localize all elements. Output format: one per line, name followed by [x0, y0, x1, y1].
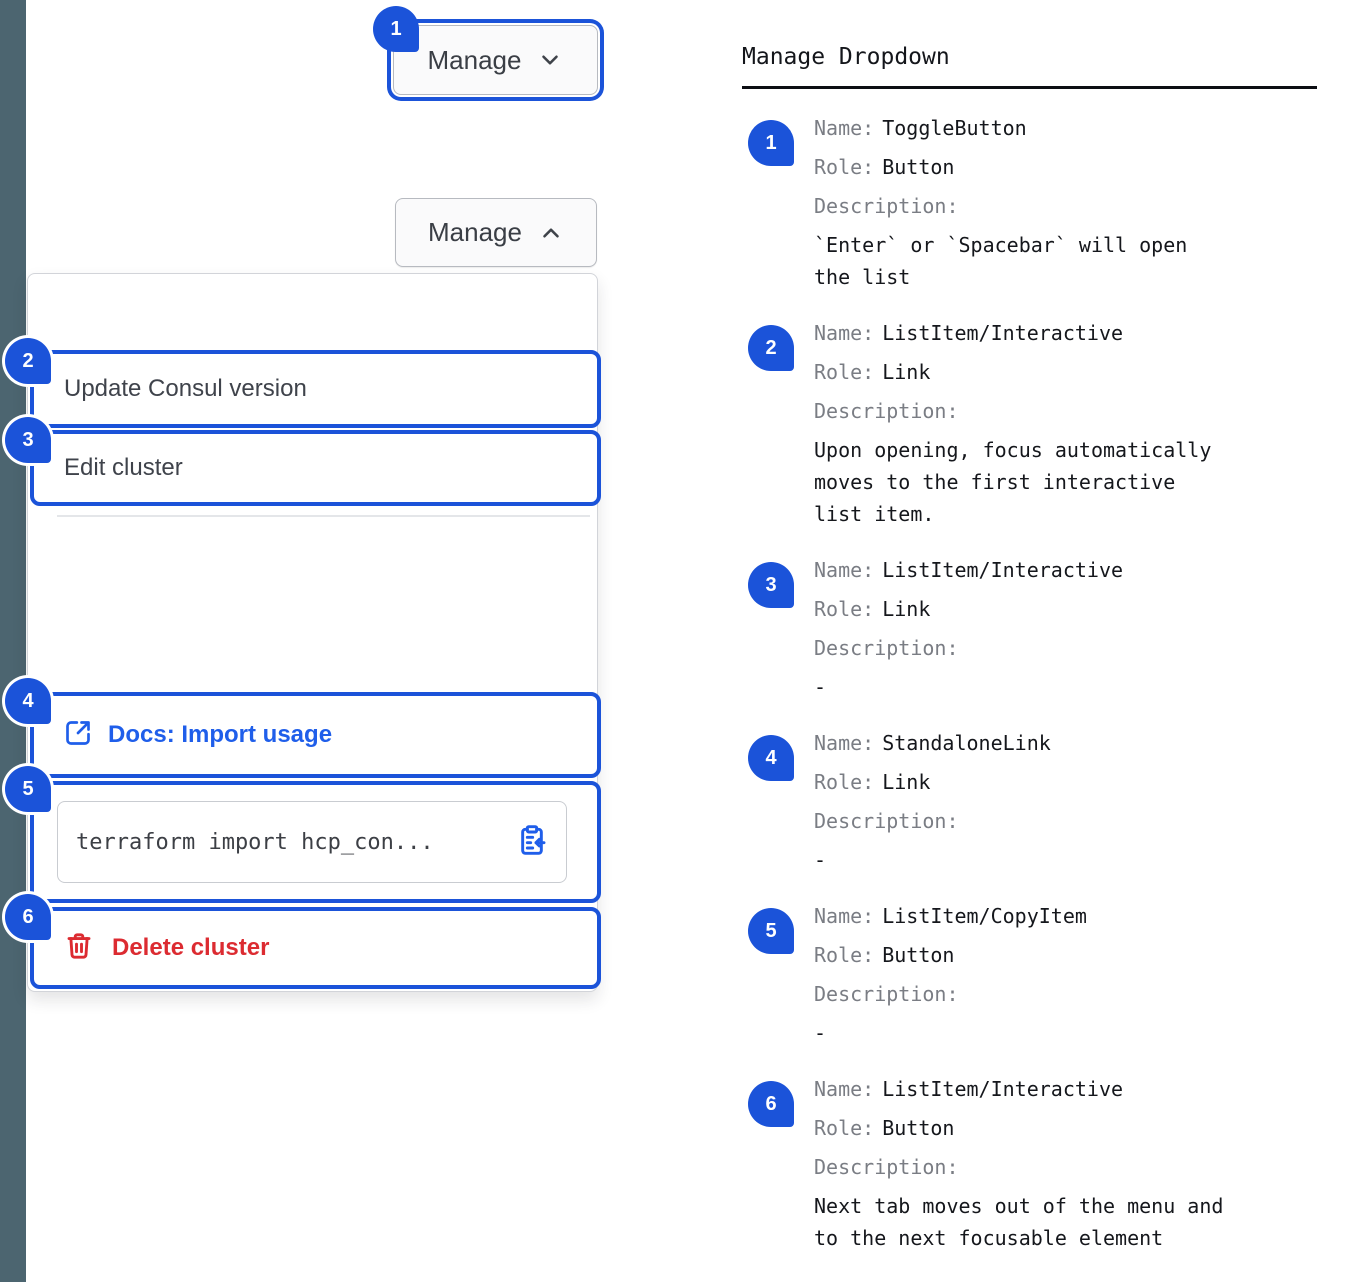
legend-entry-3: 3 Name: ListItem/Interactive Role: Link De… [742, 554, 1332, 703]
role-value: Link [882, 360, 931, 384]
external-link-icon [64, 719, 92, 752]
legend-badge-5: 5 [748, 908, 794, 954]
manage-toggle-button-collapsed[interactable]: Manage [393, 25, 598, 95]
legend-badge-6: 6 [748, 1081, 794, 1127]
list-item-update-consul-version[interactable]: Update Consul version [30, 350, 601, 428]
legend-badge-4: 4 [748, 735, 794, 781]
legend-badge-2: 2 [748, 325, 794, 371]
role-value: Button [882, 155, 955, 179]
chevron-up-icon [538, 220, 564, 246]
role-label: Role: [814, 597, 875, 621]
chevron-down-icon [537, 47, 563, 73]
role-value: Link [882, 770, 931, 794]
name-value: ListItem/Interactive [882, 1077, 1124, 1101]
clipboard-copy-icon[interactable] [516, 824, 548, 861]
role-label: Role: [814, 155, 875, 179]
name-label: Name: [814, 731, 875, 755]
list-item-edit-cluster[interactable]: Edit cluster [30, 430, 601, 506]
role-value: Button [882, 943, 955, 967]
annotation-badge-1: 1 [373, 6, 419, 52]
name-label: Name: [814, 116, 875, 140]
name-value: StandaloneLink [882, 731, 1051, 755]
dropdown-section-divider [57, 515, 590, 517]
legend-rule [742, 86, 1317, 89]
legend-title: Manage Dropdown [742, 44, 950, 70]
trash-icon [64, 931, 94, 966]
role-value: Button [882, 1116, 955, 1140]
legend-entry-1: 1 Name: ToggleButton Role: Button Descript… [742, 112, 1332, 293]
description-value: `Enter` or `Spacebar` will open the list [814, 233, 1188, 289]
manage-toggle-label: Manage [427, 44, 522, 75]
description-value: - [814, 1021, 827, 1045]
legend-entry-4: 4 Name: StandaloneLink Role: Link Descript… [742, 727, 1332, 876]
list-item-delete-cluster[interactable]: Delete cluster [30, 907, 601, 989]
description-value: Next tab moves out of the menu and to th… [814, 1194, 1224, 1250]
legend-entry-6: 6 Name:ListItem/Interactive Role:Button … [742, 1073, 1332, 1254]
description-label: Description: [814, 399, 959, 423]
annotation-badge-6: 6 [5, 894, 51, 940]
update-consul-version-label: Update Consul version [64, 375, 307, 402]
name-value: ListItem/CopyItem [882, 904, 1087, 928]
name-value: ListItem/Interactive [882, 321, 1124, 345]
role-label: Role: [814, 1116, 875, 1140]
legend-badge-3: 3 [748, 562, 794, 608]
terraform-command-field[interactable]: terraform import hcp_con... [57, 801, 567, 883]
left-edge-strip [0, 0, 26, 1282]
description-label: Description: [814, 982, 959, 1006]
name-label: Name: [814, 321, 875, 345]
legend-entry-5: 5 Name: ListItem/CopyItem Role: Button Des… [742, 900, 1332, 1049]
annotation-badge-5: 5 [5, 766, 51, 812]
name-label: Name: [814, 558, 875, 582]
description-value: Upon opening, focus automatically moves … [814, 438, 1212, 526]
docs-import-usage-label: Docs: Import usage [108, 721, 333, 748]
name-label: Name: [814, 1077, 875, 1101]
delete-cluster-label: Delete cluster [112, 934, 270, 961]
role-label: Role: [814, 943, 875, 967]
legend-list: 1 Name: ToggleButton Role: Button Descript… [742, 112, 1332, 1278]
annotation-badge-4: 4 [5, 678, 51, 724]
name-value: ToggleButton [882, 116, 1027, 140]
annotation-badge-3: 3 [5, 417, 51, 463]
role-label: Role: [814, 360, 875, 384]
description-label: Description: [814, 194, 959, 218]
role-label: Role: [814, 770, 875, 794]
description-label: Description: [814, 636, 959, 660]
name-value: ListItem/Interactive [882, 558, 1124, 582]
copy-command-item[interactable]: terraform import hcp_con... [30, 781, 601, 903]
edit-cluster-label: Edit cluster [64, 454, 183, 481]
description-value: - [814, 848, 827, 872]
terraform-command-text: terraform import hcp_con... [76, 829, 434, 855]
description-value: - [814, 675, 827, 699]
manage-toggle-button-expanded[interactable]: Manage [395, 198, 597, 267]
docs-import-usage-link[interactable]: Docs: Import usage [30, 692, 601, 778]
role-value: Link [882, 597, 931, 621]
name-label: Name: [814, 904, 875, 928]
annotation-badge-2: 2 [5, 338, 51, 384]
description-label: Description: [814, 1155, 959, 1179]
legend-entry-2: 2 Name: ListItem/Interactive Role: Link De… [742, 317, 1332, 530]
manage-toggle-label: Manage [428, 217, 522, 247]
legend-badge-1: 1 [748, 120, 794, 166]
description-label: Description: [814, 809, 959, 833]
